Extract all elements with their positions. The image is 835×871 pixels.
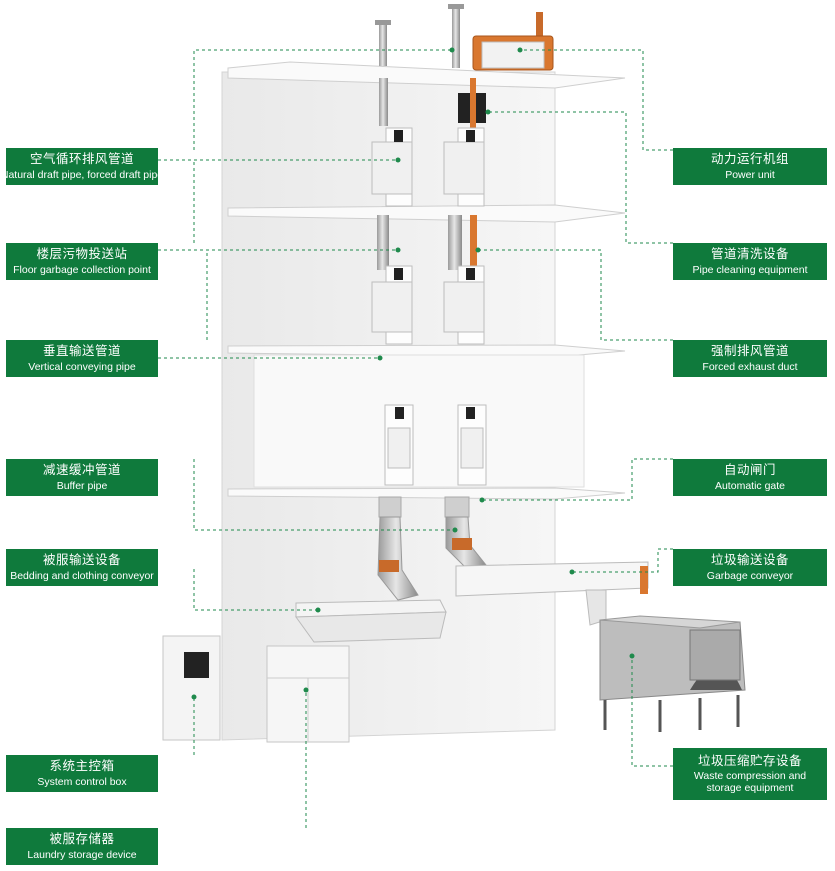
- label-en: Forced exhaust duct: [702, 360, 798, 373]
- label-en: System control box: [37, 775, 127, 788]
- label-cn: 被服存储器: [49, 831, 115, 847]
- label-bedding-conveyor: 被服输送设备 Bedding and clothing conveyor: [6, 549, 158, 586]
- label-cn: 垂直输送管道: [42, 343, 121, 359]
- label-waste-compression: 垃圾压缩贮存设备 Waste compression and storage e…: [673, 748, 827, 800]
- label-vertical-conveying-pipe: 垂直输送管道 Vertical conveying pipe: [6, 340, 158, 377]
- label-cn: 减速缓冲管道: [42, 462, 121, 478]
- label-en: Vertical conveying pipe: [28, 360, 136, 373]
- label-laundry-storage: 被服存储器 Laundry storage device: [6, 828, 158, 865]
- label-cn: 垃圾压缩贮存设备: [697, 752, 802, 768]
- label-pipe-cleaning: 管道清洗设备 Pipe cleaning equipment: [673, 243, 827, 280]
- label-en: Floor garbage collection point: [13, 263, 151, 276]
- label-automatic-gate: 自动闸门 Automatic gate: [673, 459, 827, 496]
- label-garbage-conveyor: 垃圾输送设备 Garbage conveyor: [673, 549, 827, 586]
- label-cn: 垃圾输送设备: [710, 552, 789, 568]
- control-box: [162, 635, 221, 741]
- label-en: Bedding and clothing conveyor: [10, 569, 154, 582]
- label-cn: 楼层污物投送站: [36, 246, 128, 262]
- leader-dots: [191, 47, 635, 700]
- label-power-unit: 动力运行机组 Power unit: [673, 148, 827, 185]
- label-floor-garbage-point: 楼层污物投送站 Floor garbage collection point: [6, 243, 158, 280]
- label-cn: 系统主控箱: [49, 758, 115, 774]
- label-buffer-pipe: 减速缓冲管道 Buffer pipe: [6, 459, 158, 496]
- label-en: Buffer pipe: [56, 479, 108, 492]
- label-en: Automatic gate: [714, 479, 786, 492]
- label-cn: 空气循环排风管道: [29, 151, 134, 167]
- label-en: Pipe cleaning equipment: [692, 263, 808, 276]
- label-en: Power unit: [725, 168, 775, 181]
- label-forced-exhaust-duct: 强制排风管道 Forced exhaust duct: [673, 340, 827, 377]
- label-cn: 被服输送设备: [42, 552, 121, 568]
- label-en: Laundry storage device: [27, 848, 137, 861]
- label-cn: 动力运行机组: [710, 151, 789, 167]
- middle-floor-box: [253, 354, 585, 488]
- laundry-storage: [266, 645, 350, 743]
- vertical-pipes: [377, 78, 477, 270]
- label-natural-draft-pipe: 空气循环排风管道 Natural draft pipe, forced draf…: [1, 148, 163, 185]
- label-cn: 强制排风管道: [710, 343, 789, 359]
- label-cn: 管道清洗设备: [710, 246, 789, 262]
- floor-slabs: [227, 61, 626, 500]
- collection-stations: [371, 127, 487, 486]
- label-cn: 自动闸门: [723, 462, 776, 478]
- bedding-conveyor: [295, 599, 447, 643]
- compression-equipment: [599, 615, 746, 732]
- label-en: Waste compression and storage equipment: [693, 770, 807, 795]
- label-en: Garbage conveyor: [706, 569, 794, 582]
- garbage-conveyor: [455, 561, 649, 626]
- label-en: Natural draft pipe, forced draft pipe: [0, 168, 164, 181]
- leader-lines: [158, 49, 673, 828]
- label-system-control-box: 系统主控箱 System control box: [6, 755, 158, 792]
